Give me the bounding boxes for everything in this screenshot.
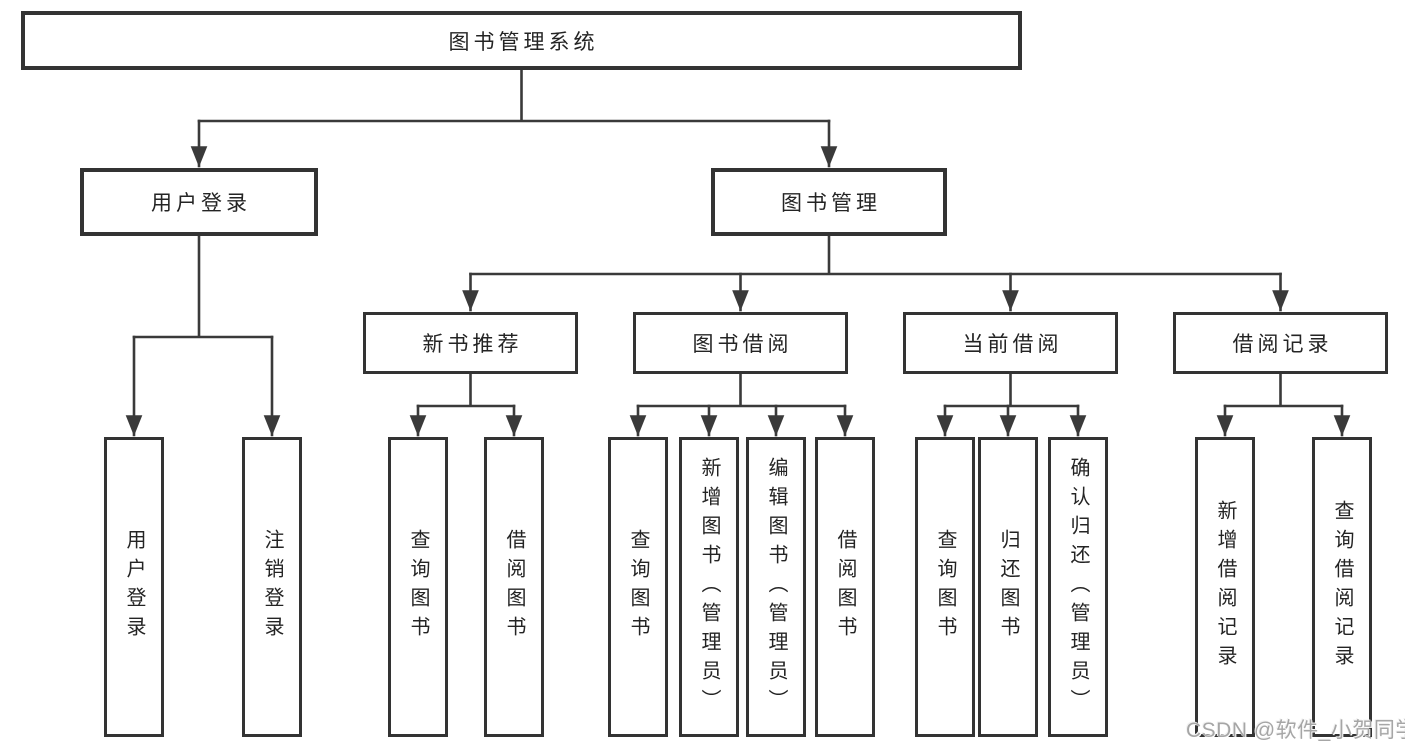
connector-book-borrow: [629, 372, 854, 437]
csdn-watermark: CSDN @软件_小贺同学: [1186, 719, 1405, 742]
connector-new-book-recommend: [409, 372, 523, 437]
leaf-borrow-books-recommend: 借阅图书: [484, 437, 544, 737]
connector-user-login: [125, 234, 281, 437]
leaf-edit-book-admin: 编辑图书（管理员）: [746, 437, 806, 737]
connector-current-borrow: [936, 372, 1087, 437]
node-root-system: 图书管理系统: [21, 11, 1022, 70]
leaf-query-books-current: 查询图书: [915, 437, 975, 737]
leaf-confirm-return-admin: 确认归还（管理员）: [1048, 437, 1108, 737]
leaf-add-borrow-record: 新增借阅记录: [1195, 437, 1255, 737]
node-borrow-records: 借阅记录: [1173, 312, 1388, 374]
node-current-borrow: 当前借阅: [903, 312, 1118, 374]
node-new-book-recommend: 新书推荐: [363, 312, 578, 374]
leaf-logout: 注销登录: [242, 437, 302, 737]
connector-borrow-records: [1216, 372, 1351, 437]
leaf-return-book: 归还图书: [978, 437, 1038, 737]
node-user-login: 用户登录: [80, 168, 318, 236]
node-book-management: 图书管理: [711, 168, 947, 236]
node-book-borrow: 图书借阅: [633, 312, 848, 374]
leaf-query-books-borrow: 查询图书: [608, 437, 668, 737]
leaf-query-borrow-record: 查询借阅记录: [1312, 437, 1372, 737]
connector-root: [190, 68, 838, 168]
connector-book-management: [462, 234, 1289, 312]
leaf-add-book-admin: 新增图书（管理员）: [679, 437, 739, 737]
leaf-borrow-books: 借阅图书: [815, 437, 875, 737]
leaf-user-login: 用户登录: [104, 437, 164, 737]
leaf-query-books-recommend: 查询图书: [388, 437, 448, 737]
